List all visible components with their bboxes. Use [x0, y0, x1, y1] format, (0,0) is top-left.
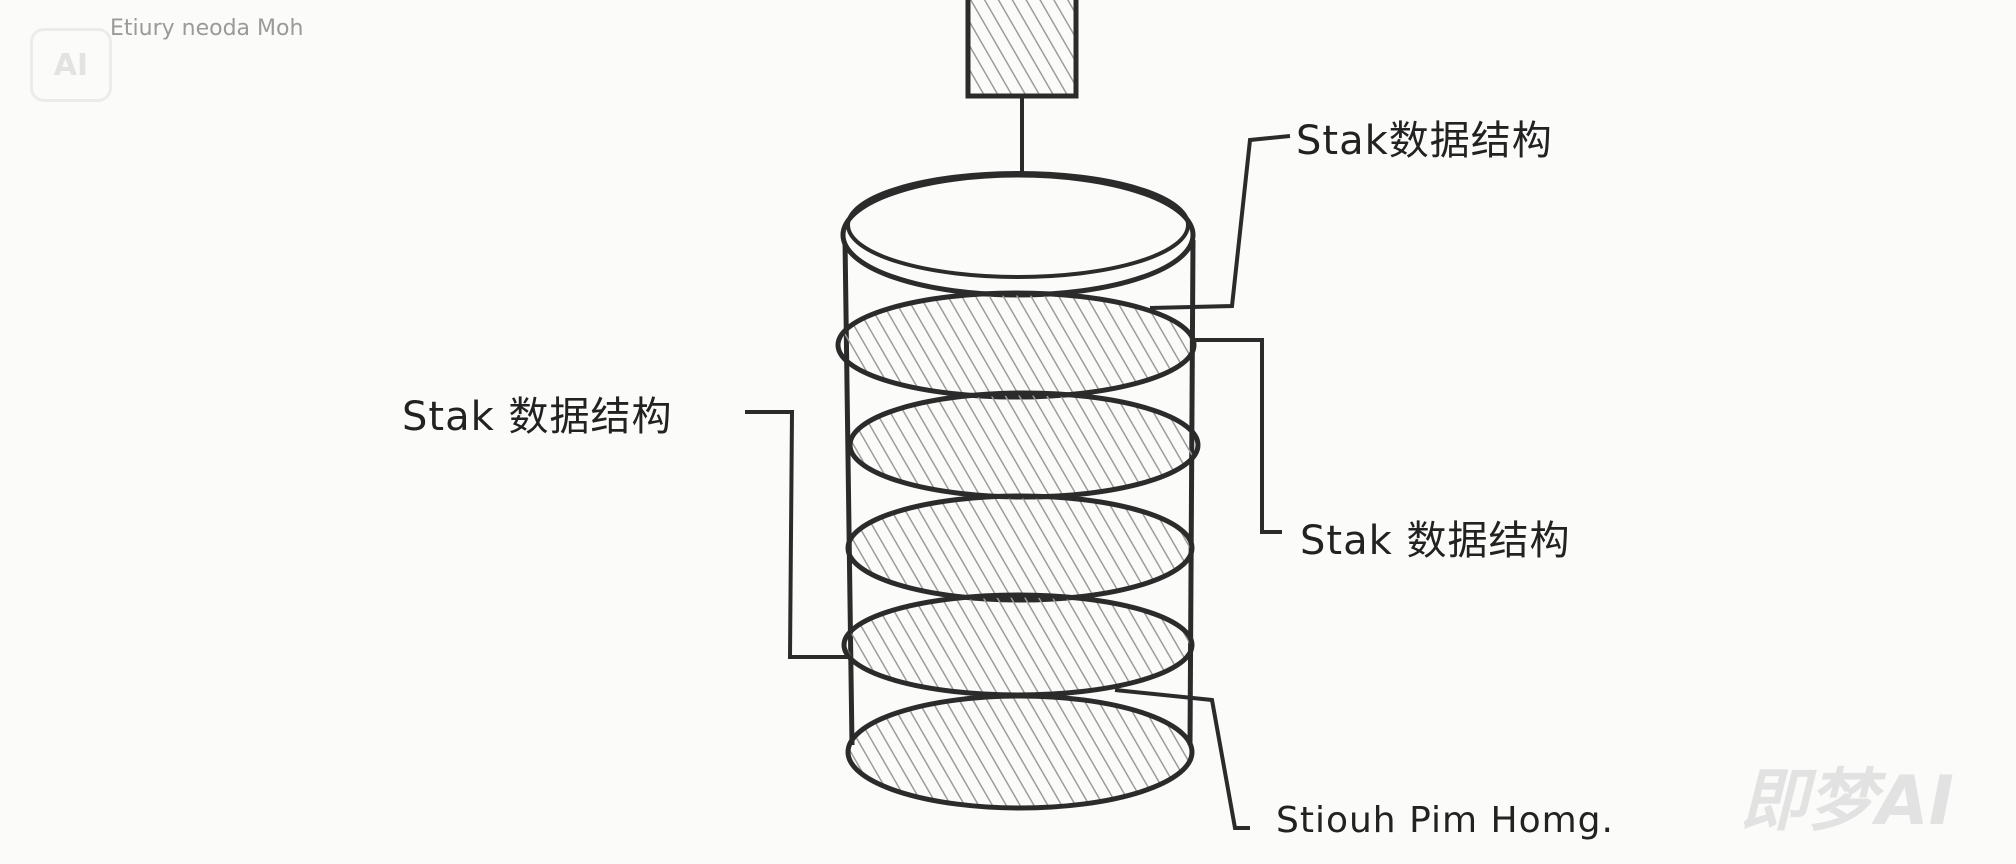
stack-wall-left — [842, 239, 855, 746]
label-mid-right: Stak 数据结构 — [1300, 518, 1571, 564]
push-block — [965, 0, 1079, 99]
leader-top-right — [1149, 134, 1291, 310]
stack-plate-2 — [847, 390, 1201, 500]
stack-plate-4 — [841, 592, 1195, 698]
stack-plate-1 — [835, 290, 1197, 400]
header-caption: Etiury neoda Moh — [110, 16, 304, 41]
stack-plate-5 — [845, 693, 1195, 811]
stack-wall-right — [1187, 239, 1196, 746]
leader-mid-right — [1195, 338, 1282, 534]
ai-logo-badge: AI — [30, 28, 112, 102]
stack-top-inner — [846, 171, 1190, 279]
watermark-logo: 即梦AI — [1740, 762, 1954, 841]
leader-left — [745, 410, 850, 659]
label-left: Stak 数据结构 — [402, 394, 673, 440]
leader-bottom-right — [1114, 688, 1250, 830]
label-top-right: Stak数据结构 — [1296, 118, 1553, 164]
stack-plate-3 — [845, 493, 1195, 603]
label-bottom-right: Stiouh Pim Homg. — [1276, 800, 1614, 841]
